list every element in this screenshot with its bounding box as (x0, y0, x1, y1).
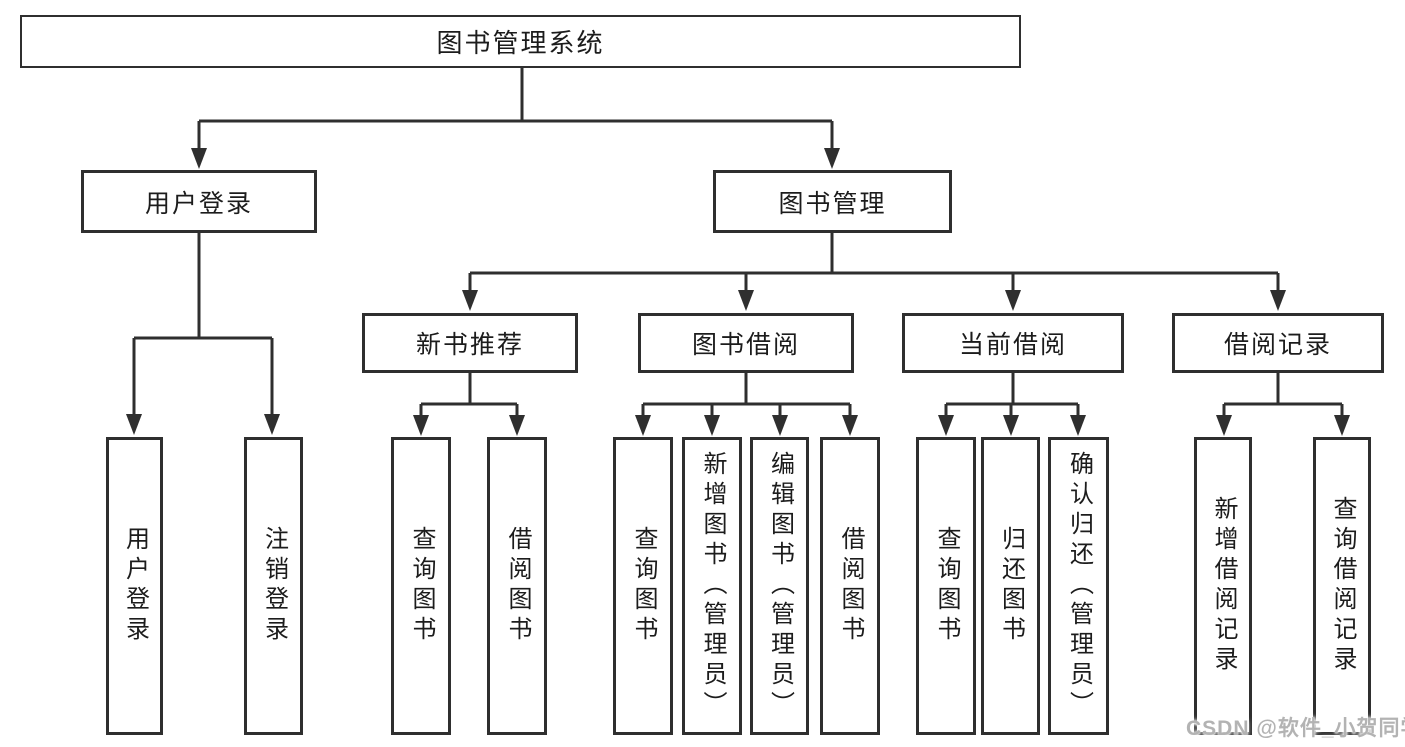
node-user-login: 用户登录 (81, 170, 317, 233)
connector-book-borrow (635, 373, 858, 436)
leaf-borrow-edit-books-admin: 编辑图书（管理员） (750, 437, 809, 735)
node-borrow-records: 借阅记录 (1172, 313, 1384, 373)
connector-root (191, 68, 840, 169)
leaf-user-login: 用户登录 (106, 437, 163, 735)
node-new-book-recommend: 新书推荐 (362, 313, 578, 373)
leaf-logout-login: 注销登录 (244, 437, 303, 735)
leaf-recommend-borrow-books: 借阅图书 (487, 437, 547, 735)
leaf-records-query-borrow-record: 查询借阅记录 (1313, 437, 1371, 735)
leaf-borrow-add-books-admin: 新增图书（管理员） (682, 437, 742, 735)
connector-borrow-records (1216, 373, 1350, 436)
connector-new-book-recommend (413, 373, 525, 436)
leaf-current-query-books: 查询图书 (916, 437, 976, 735)
leaf-records-add-borrow-record: 新增借阅记录 (1194, 437, 1252, 735)
node-book-borrow: 图书借阅 (638, 313, 854, 373)
leaf-current-return-books: 归还图书 (981, 437, 1040, 735)
connector-current-borrow (938, 373, 1086, 436)
leaf-current-confirm-return-admin: 确认归还（管理员） (1048, 437, 1109, 735)
node-book-management: 图书管理 (713, 170, 952, 233)
csdn-watermark: CSDN @软件_小贺同学 (1186, 717, 1405, 740)
leaf-borrow-query-books: 查询图书 (613, 437, 673, 735)
leaf-borrow-borrow-books: 借阅图书 (820, 437, 880, 735)
connector-user-login (126, 233, 280, 435)
node-root: 图书管理系统 (20, 15, 1021, 68)
connector-book-management (462, 233, 1286, 311)
node-current-borrow: 当前借阅 (902, 313, 1124, 373)
leaf-recommend-query-books: 查询图书 (391, 437, 451, 735)
